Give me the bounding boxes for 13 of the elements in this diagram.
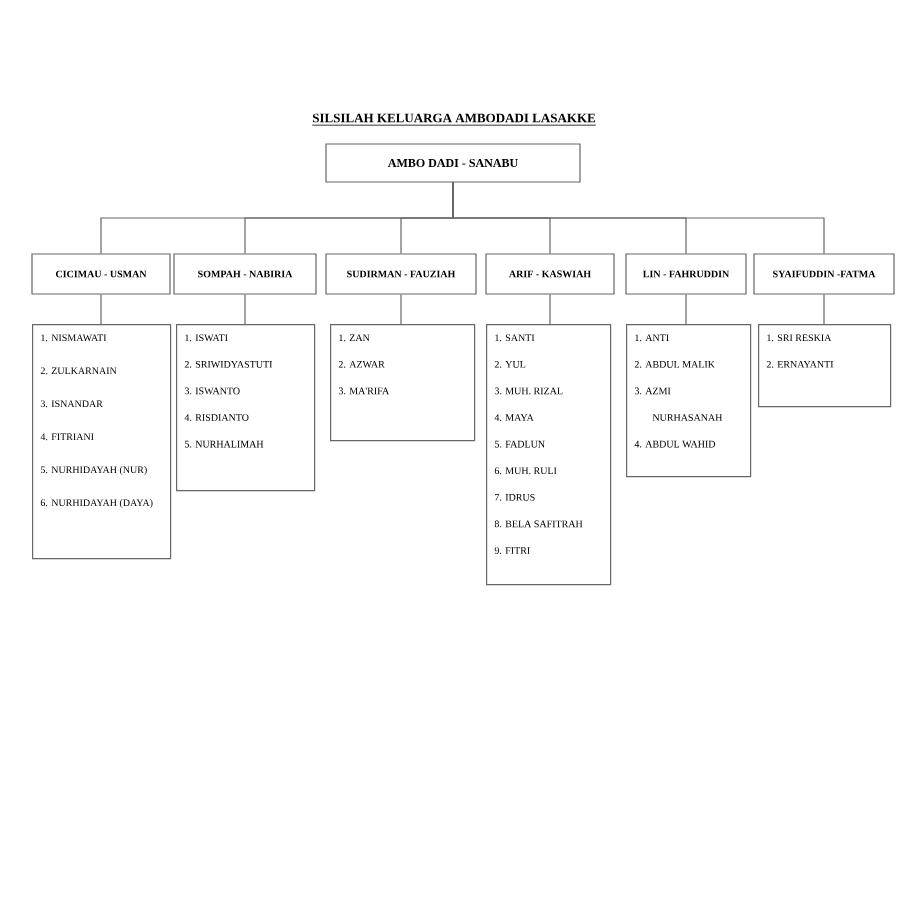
connector-line: [549, 294, 551, 325]
children-list-box: [330, 324, 476, 442]
connector-line: [244, 294, 246, 325]
connector-line: [823, 294, 825, 325]
children-list-box: [758, 324, 892, 408]
children-list-box: [176, 324, 316, 492]
children-list-box: [32, 324, 172, 560]
children-list-box: [486, 324, 612, 586]
children-list-box: [626, 324, 752, 478]
connector-line: [452, 182, 825, 254]
connector-line: [400, 294, 402, 325]
connector-line: [685, 294, 687, 325]
connector-line: [100, 294, 102, 325]
